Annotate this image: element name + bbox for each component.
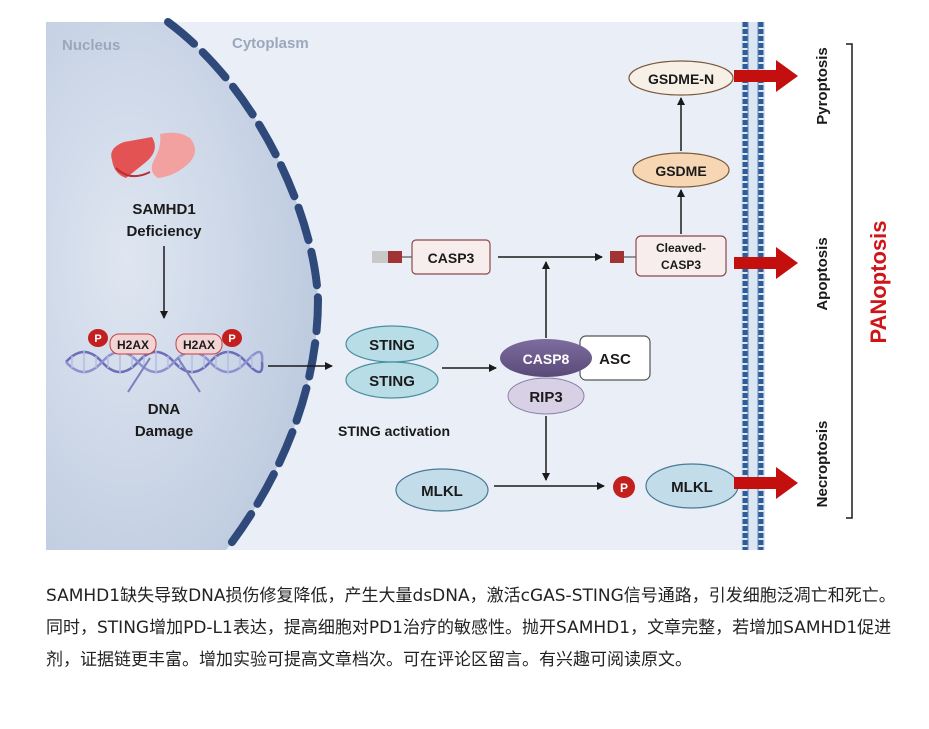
pyroptosis-arrow-icon — [734, 60, 798, 92]
dna-helix-icon — [65, 350, 264, 393]
svg-text:P: P — [620, 481, 628, 495]
svg-text:RIP3: RIP3 — [529, 389, 562, 406]
svg-text:CASP3: CASP3 — [428, 250, 475, 266]
svg-text:GSDME: GSDME — [655, 163, 706, 179]
necroptosis-arrow-icon — [734, 467, 798, 499]
rip3-node — [507, 377, 585, 415]
phospho-mlkl-icon — [613, 476, 635, 498]
cytoplasm-label: Cytoplasm — [232, 35, 309, 52]
cell-membrane — [741, 22, 765, 550]
p-mlkl-node: MLKL P — [613, 463, 739, 509]
cleaved-casp3-node: Cleaved- CASP3 — [610, 235, 727, 277]
damage-label: Damage — [135, 423, 193, 440]
mlkl-node: MLKL — [395, 468, 489, 512]
nucleus-label: Nucleus — [62, 37, 120, 54]
pathway-diagram: Nucleus Cytoplasm SAMHD1 Deficiency H2AX… — [46, 18, 891, 554]
apoptosis-arrow-icon — [734, 247, 798, 279]
deficiency-label: Deficiency — [126, 223, 202, 240]
gsdme-node: GSDME — [632, 152, 730, 188]
phospho-left-icon — [88, 329, 108, 347]
sting-dimer: STING STING — [345, 325, 439, 399]
svg-text:Cleaved-: Cleaved- — [656, 241, 706, 255]
svg-text:MLKL: MLKL — [671, 479, 713, 496]
svg-text:STING: STING — [369, 337, 415, 354]
dna-label: DNA — [148, 401, 181, 418]
gsdme-n-node: GSDME-N — [628, 60, 734, 96]
svg-text:P: P — [228, 333, 235, 345]
pyroptosis-label: Pyroptosis — [814, 47, 831, 125]
svg-text:ASC: ASC — [599, 351, 631, 368]
sting-activation-label: STING activation — [338, 423, 450, 439]
figure-caption: SAMHD1缺失导致DNA损伤修复降低，产生大量dsDNA，激活cGAS-STI… — [46, 586, 896, 670]
svg-text:CASP8: CASP8 — [523, 351, 570, 367]
casp8-asc-rip3-complex: ASC RIP3 CASP8 — [500, 335, 651, 415]
svg-text:H2AX: H2AX — [183, 338, 215, 352]
samhd1-protein-icon — [111, 132, 195, 178]
svg-text:CASP3: CASP3 — [661, 258, 701, 272]
samhd1-label: SAMHD1 — [132, 201, 195, 218]
panoptosis-label: PANoptosis — [866, 220, 891, 343]
panoptosis-bracket — [846, 43, 853, 519]
casp3-node: CASP3 — [372, 239, 491, 275]
apoptosis-label: Apoptosis — [814, 237, 831, 310]
phospho-right-icon — [222, 329, 242, 347]
h2ax-right-badge: H2AX P — [175, 329, 242, 355]
svg-text:GSDME-N: GSDME-N — [648, 71, 714, 87]
nuclear-envelope — [164, 18, 323, 554]
h2ax-left-badge: H2AX P — [88, 329, 157, 355]
svg-text:P: P — [94, 333, 101, 345]
casp8-node — [500, 339, 592, 377]
necroptosis-label: Necroptosis — [814, 421, 831, 508]
svg-text:H2AX: H2AX — [117, 338, 149, 352]
svg-text:MLKL: MLKL — [421, 483, 463, 500]
svg-text:STING: STING — [369, 373, 415, 390]
